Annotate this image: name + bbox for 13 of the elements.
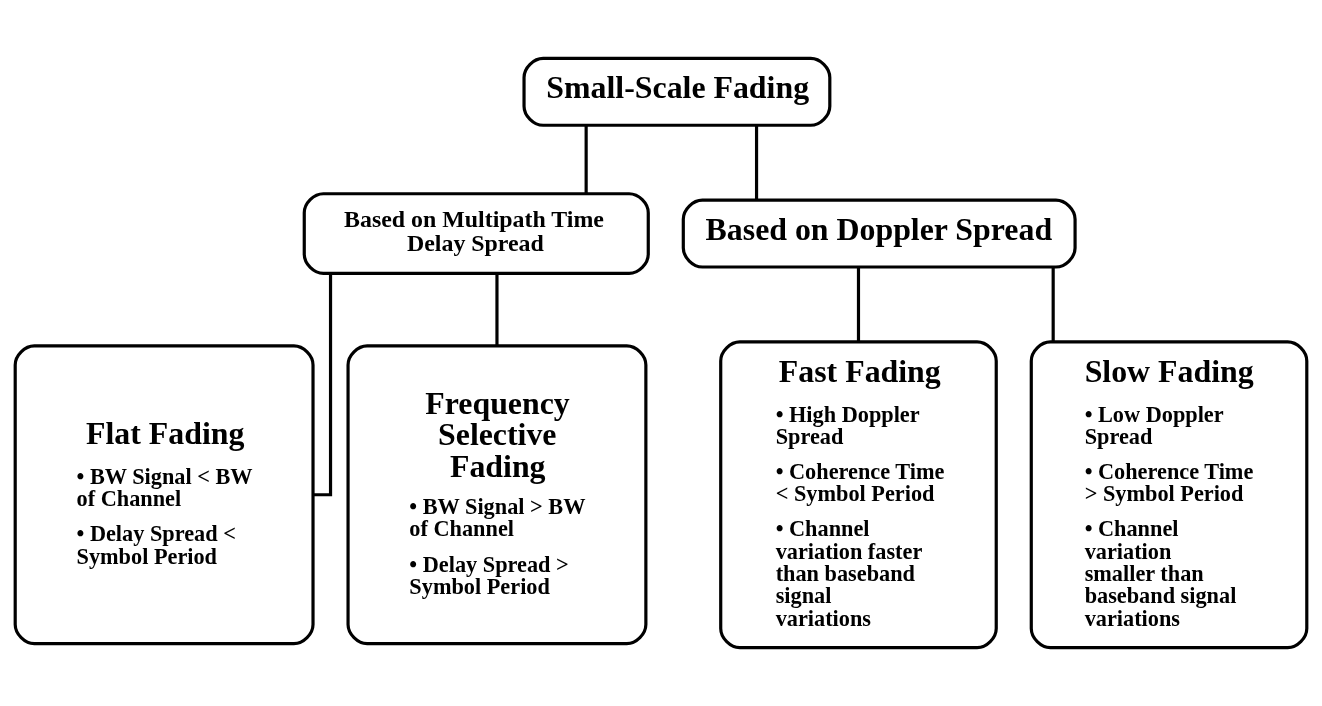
connector [754, 125, 759, 200]
connector [856, 267, 861, 342]
connector [313, 273, 333, 497]
node-box: Small-Scale Fading [522, 56, 832, 127]
connector [495, 273, 499, 346]
node-box: Flat Fading • BW Signal < BW of Channel • Delay Spread < Symbol Period [13, 344, 315, 646]
node-box: Fast Fading • High Doppler Spread • Coherence Time < Symbol Period • Channel variation faster than baseband signal variations [719, 340, 998, 650]
connector [584, 125, 588, 194]
node-box: Frequency Selective Fading • BW Signal > BW of Channel • Delay Spread > Symbol Period [346, 344, 648, 646]
node-box: Based on Doppler Spread [681, 198, 1077, 269]
node-box: Slow Fading • Low Doppler Spread • Coherence Time > Symbol Period • Channel variation smaller than baseband signal variations [1029, 340, 1309, 650]
node-box: Based on Multipath Time Delay Spread [302, 192, 650, 275]
connector [1051, 267, 1055, 342]
